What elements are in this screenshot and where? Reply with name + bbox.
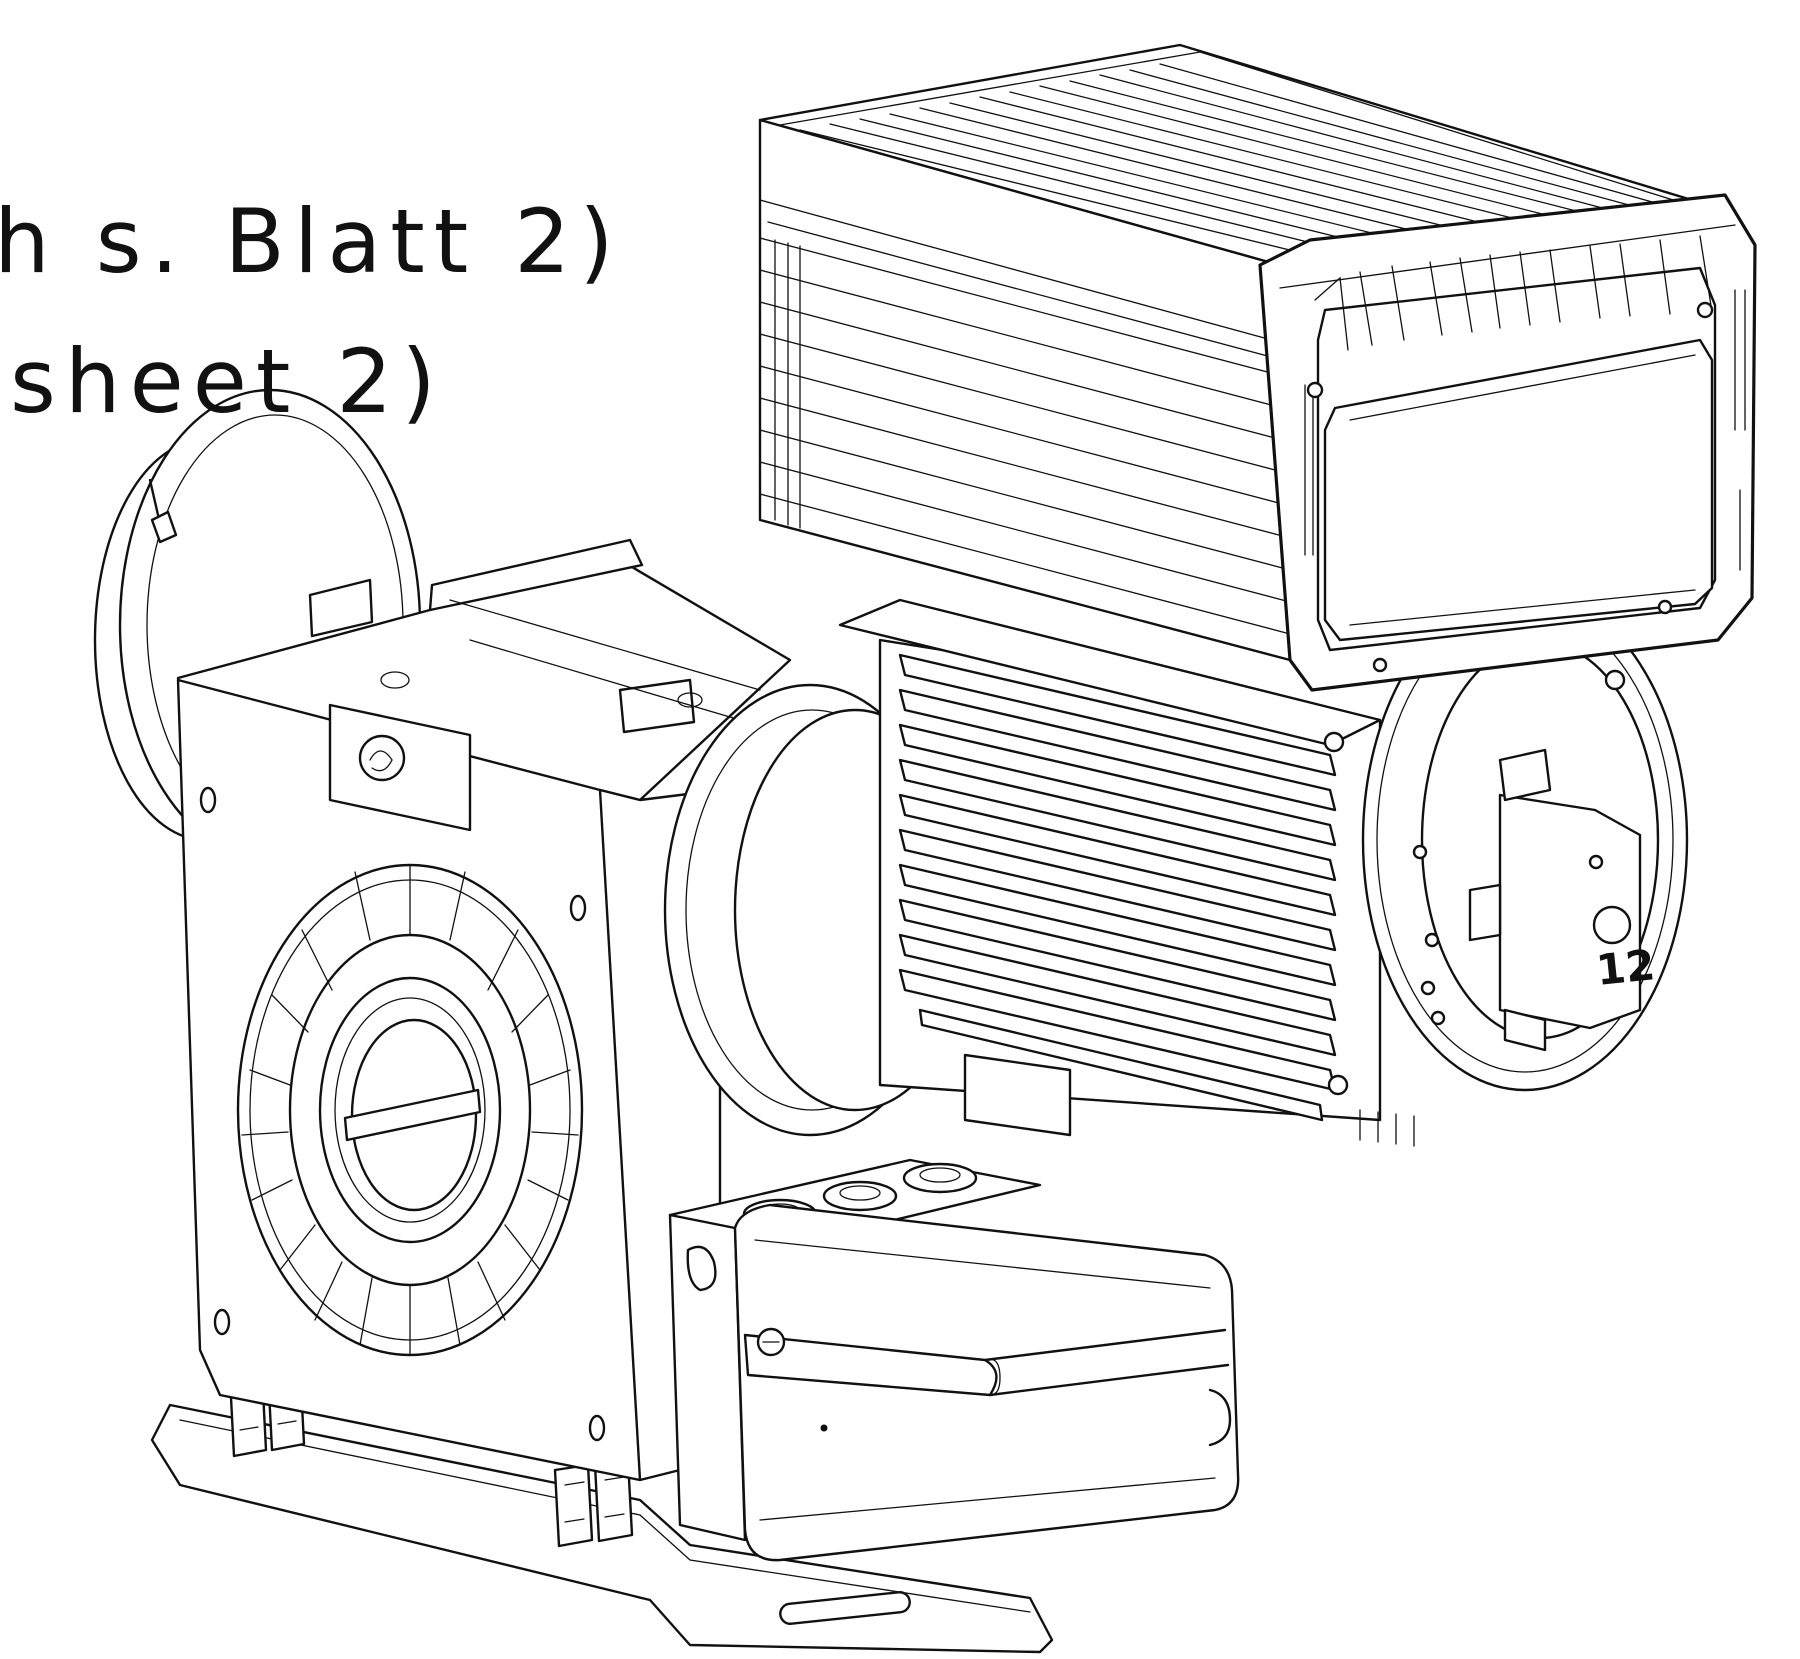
encoder-module: 12	[1468, 748, 1657, 1052]
annotation-line-german: h s. Blatt 2)	[0, 190, 623, 293]
shaft-keyway	[343, 1088, 482, 1142]
ac-motor: 12	[663, 588, 1689, 1147]
inverter-cover-panel	[1323, 338, 1714, 642]
motor-cooling-fins	[898, 653, 1337, 1122]
base-slot	[779, 1591, 911, 1625]
frequency-inverter-heatsink	[758, 43, 1757, 692]
vent-plug	[150, 510, 178, 544]
brand-logo	[358, 734, 406, 782]
terminal-box	[668, 1158, 1240, 1562]
gear-unit-housing	[93, 388, 816, 1482]
part-marker-label: 12	[1594, 940, 1657, 995]
hollow-shaft-flange	[236, 863, 584, 1357]
annotation-line-english: sheet 2)	[10, 330, 445, 433]
ground-symbol	[686, 1245, 717, 1292]
